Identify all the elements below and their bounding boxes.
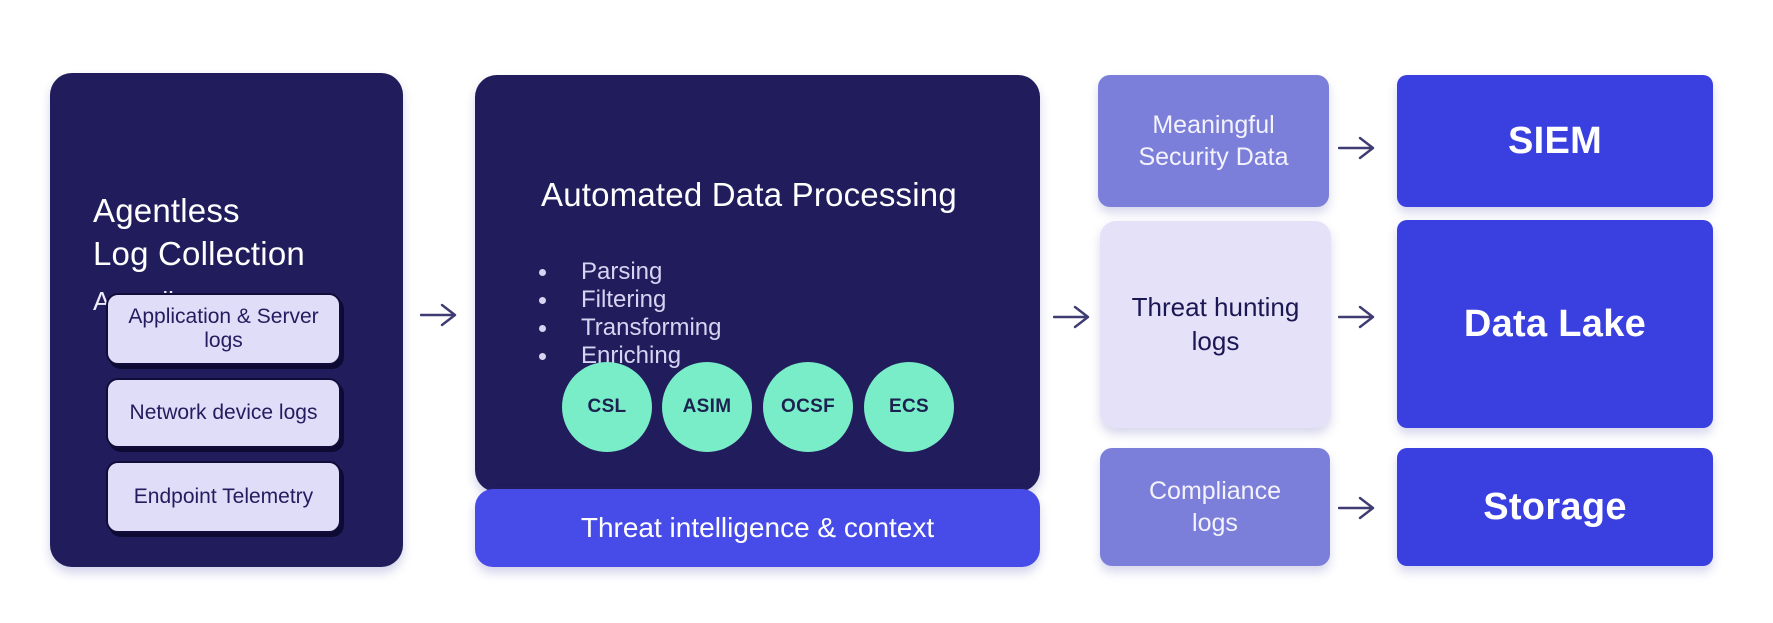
- output-compliance-logs: Compliance logs: [1100, 448, 1330, 566]
- processing-title: Automated Data Processing: [541, 176, 957, 213]
- bullet-icon: [539, 296, 546, 304]
- destination-data-lake: Data Lake: [1397, 220, 1713, 428]
- source-chip-network-device-logs: Network device logs: [106, 378, 341, 448]
- automated-data-processing-panel: Automated Data Processing Parsing Filter…: [475, 75, 1040, 567]
- flow-arrow-icon: [1053, 304, 1091, 330]
- bullet-icon: [539, 324, 546, 332]
- processing-step: Transforming: [535, 314, 721, 342]
- output-meaningful-security-data: Meaningful Security Data: [1098, 75, 1329, 207]
- flow-arrow-icon: [420, 302, 458, 328]
- flow-arrow-icon: [1338, 304, 1376, 330]
- bullet-icon: [539, 352, 546, 360]
- flow-arrow-icon: [1338, 135, 1376, 161]
- threat-intelligence-banner: Threat intelligence & context: [475, 489, 1040, 567]
- source-chip-endpoint-telemetry: Endpoint Telemetry: [106, 461, 341, 533]
- destination-siem: SIEM: [1397, 75, 1713, 207]
- agentless-log-collection-panel: Agentless Log Collection Auto discovery …: [50, 73, 403, 567]
- processing-step-label: Filtering: [581, 286, 667, 313]
- destination-storage: Storage: [1397, 448, 1713, 566]
- schema-badge-asim: ASIM: [662, 362, 752, 452]
- processing-steps-list: Parsing Filtering Transforming Enriching: [535, 258, 721, 370]
- schema-badge-csl: CSL: [562, 362, 652, 452]
- schema-badge-ecs: ECS: [864, 362, 954, 452]
- schema-badge-ocsf: OCSF: [763, 362, 853, 452]
- source-chip-application-server-logs: Application & Server logs: [106, 293, 341, 365]
- processing-step-label: Parsing: [581, 258, 663, 285]
- processing-step: Filtering: [535, 286, 721, 314]
- processing-step-label: Transforming: [581, 314, 722, 341]
- processing-step: Parsing: [535, 258, 721, 286]
- collection-title: Agentless Log Collection: [93, 192, 305, 272]
- bullet-icon: [539, 268, 546, 276]
- output-threat-hunting-logs: Threat hunting logs: [1100, 221, 1331, 428]
- flow-arrow-icon: [1338, 495, 1376, 521]
